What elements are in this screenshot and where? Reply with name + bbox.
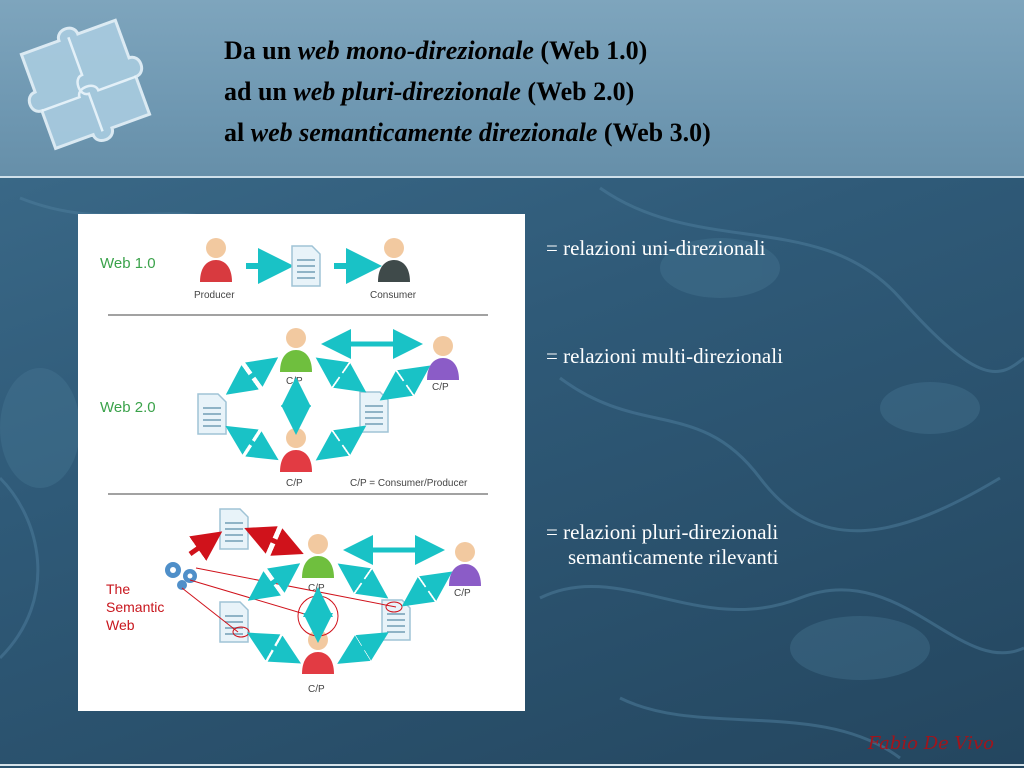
web2-label: Web 2.0 <box>100 399 156 416</box>
puzzle-logo-icon <box>19 18 152 151</box>
cp-person-purple-icon <box>449 542 481 586</box>
producer-label: Producer <box>194 290 235 301</box>
author-signature: Fabio De Vivo <box>867 733 994 754</box>
cp-label-sw-bottom: C/P <box>308 684 325 695</box>
note-web3: = relazioni pluri-direzionali semanticam… <box>546 520 779 570</box>
slide-header <box>0 0 1024 178</box>
slide-title: Da un web mono-direzionale (Web 1.0) ad … <box>224 30 711 153</box>
semantic-label-3: Web <box>106 617 135 633</box>
document-sw-left-icon <box>219 601 249 643</box>
semantic-label-1: The <box>106 581 130 597</box>
note-web3-line1: = relazioni pluri-direzionali <box>546 520 779 544</box>
title-line-3: al web semanticamente direzionale (Web 3… <box>224 118 711 147</box>
consumer-label: Consumer <box>370 290 417 301</box>
note-web2: = relazioni multi-direzionali <box>546 344 783 368</box>
title-line-2: ad un web pluri-direzionale (Web 2.0) <box>224 77 635 106</box>
web1-label: Web 1.0 <box>100 255 156 272</box>
document-icon <box>291 245 321 287</box>
document-top-icon <box>219 508 249 550</box>
cp-person-red-icon <box>302 630 334 674</box>
note-web3-line2: semanticamente rilevanti <box>568 545 779 569</box>
note-web1: = relazioni uni-direzionali <box>546 236 766 260</box>
document-left-icon <box>197 393 227 435</box>
background-puzzle-pattern <box>0 186 1024 760</box>
cp-label-sw-right: C/P <box>454 588 471 599</box>
cp-person-bottom-icon <box>280 428 312 472</box>
semantic-links <box>181 567 403 638</box>
cp-person-top-icon <box>280 328 312 372</box>
footer-line <box>0 764 1024 766</box>
web2-arrows <box>225 329 431 461</box>
semantic-label-2: Semantic <box>106 599 164 615</box>
cp-legend: C/P = Consumer/Producer <box>350 478 468 489</box>
cp-label-bottom: C/P <box>286 478 303 489</box>
producer-person-icon <box>200 238 232 282</box>
diagram-svg: Web 1.0 Producer Consumer Web 2.0 C/P C/… <box>100 238 488 695</box>
gears-icon <box>165 562 197 590</box>
cp-person-right-icon <box>427 336 459 380</box>
web-evolution-diagram: Web 1.0 Producer Consumer Web 2.0 C/P C/… <box>78 214 525 711</box>
cp-label-right: C/P <box>432 382 449 393</box>
title-line-1: Da un web mono-direzionale (Web 1.0) <box>224 36 648 65</box>
cp-label-top: C/P <box>286 376 303 387</box>
semantic-red-arrows <box>188 526 304 561</box>
semantic-teal-arrows <box>246 535 453 664</box>
cp-person-green-icon <box>302 534 334 578</box>
document-right-icon <box>359 391 389 433</box>
consumer-person-icon <box>378 238 410 282</box>
